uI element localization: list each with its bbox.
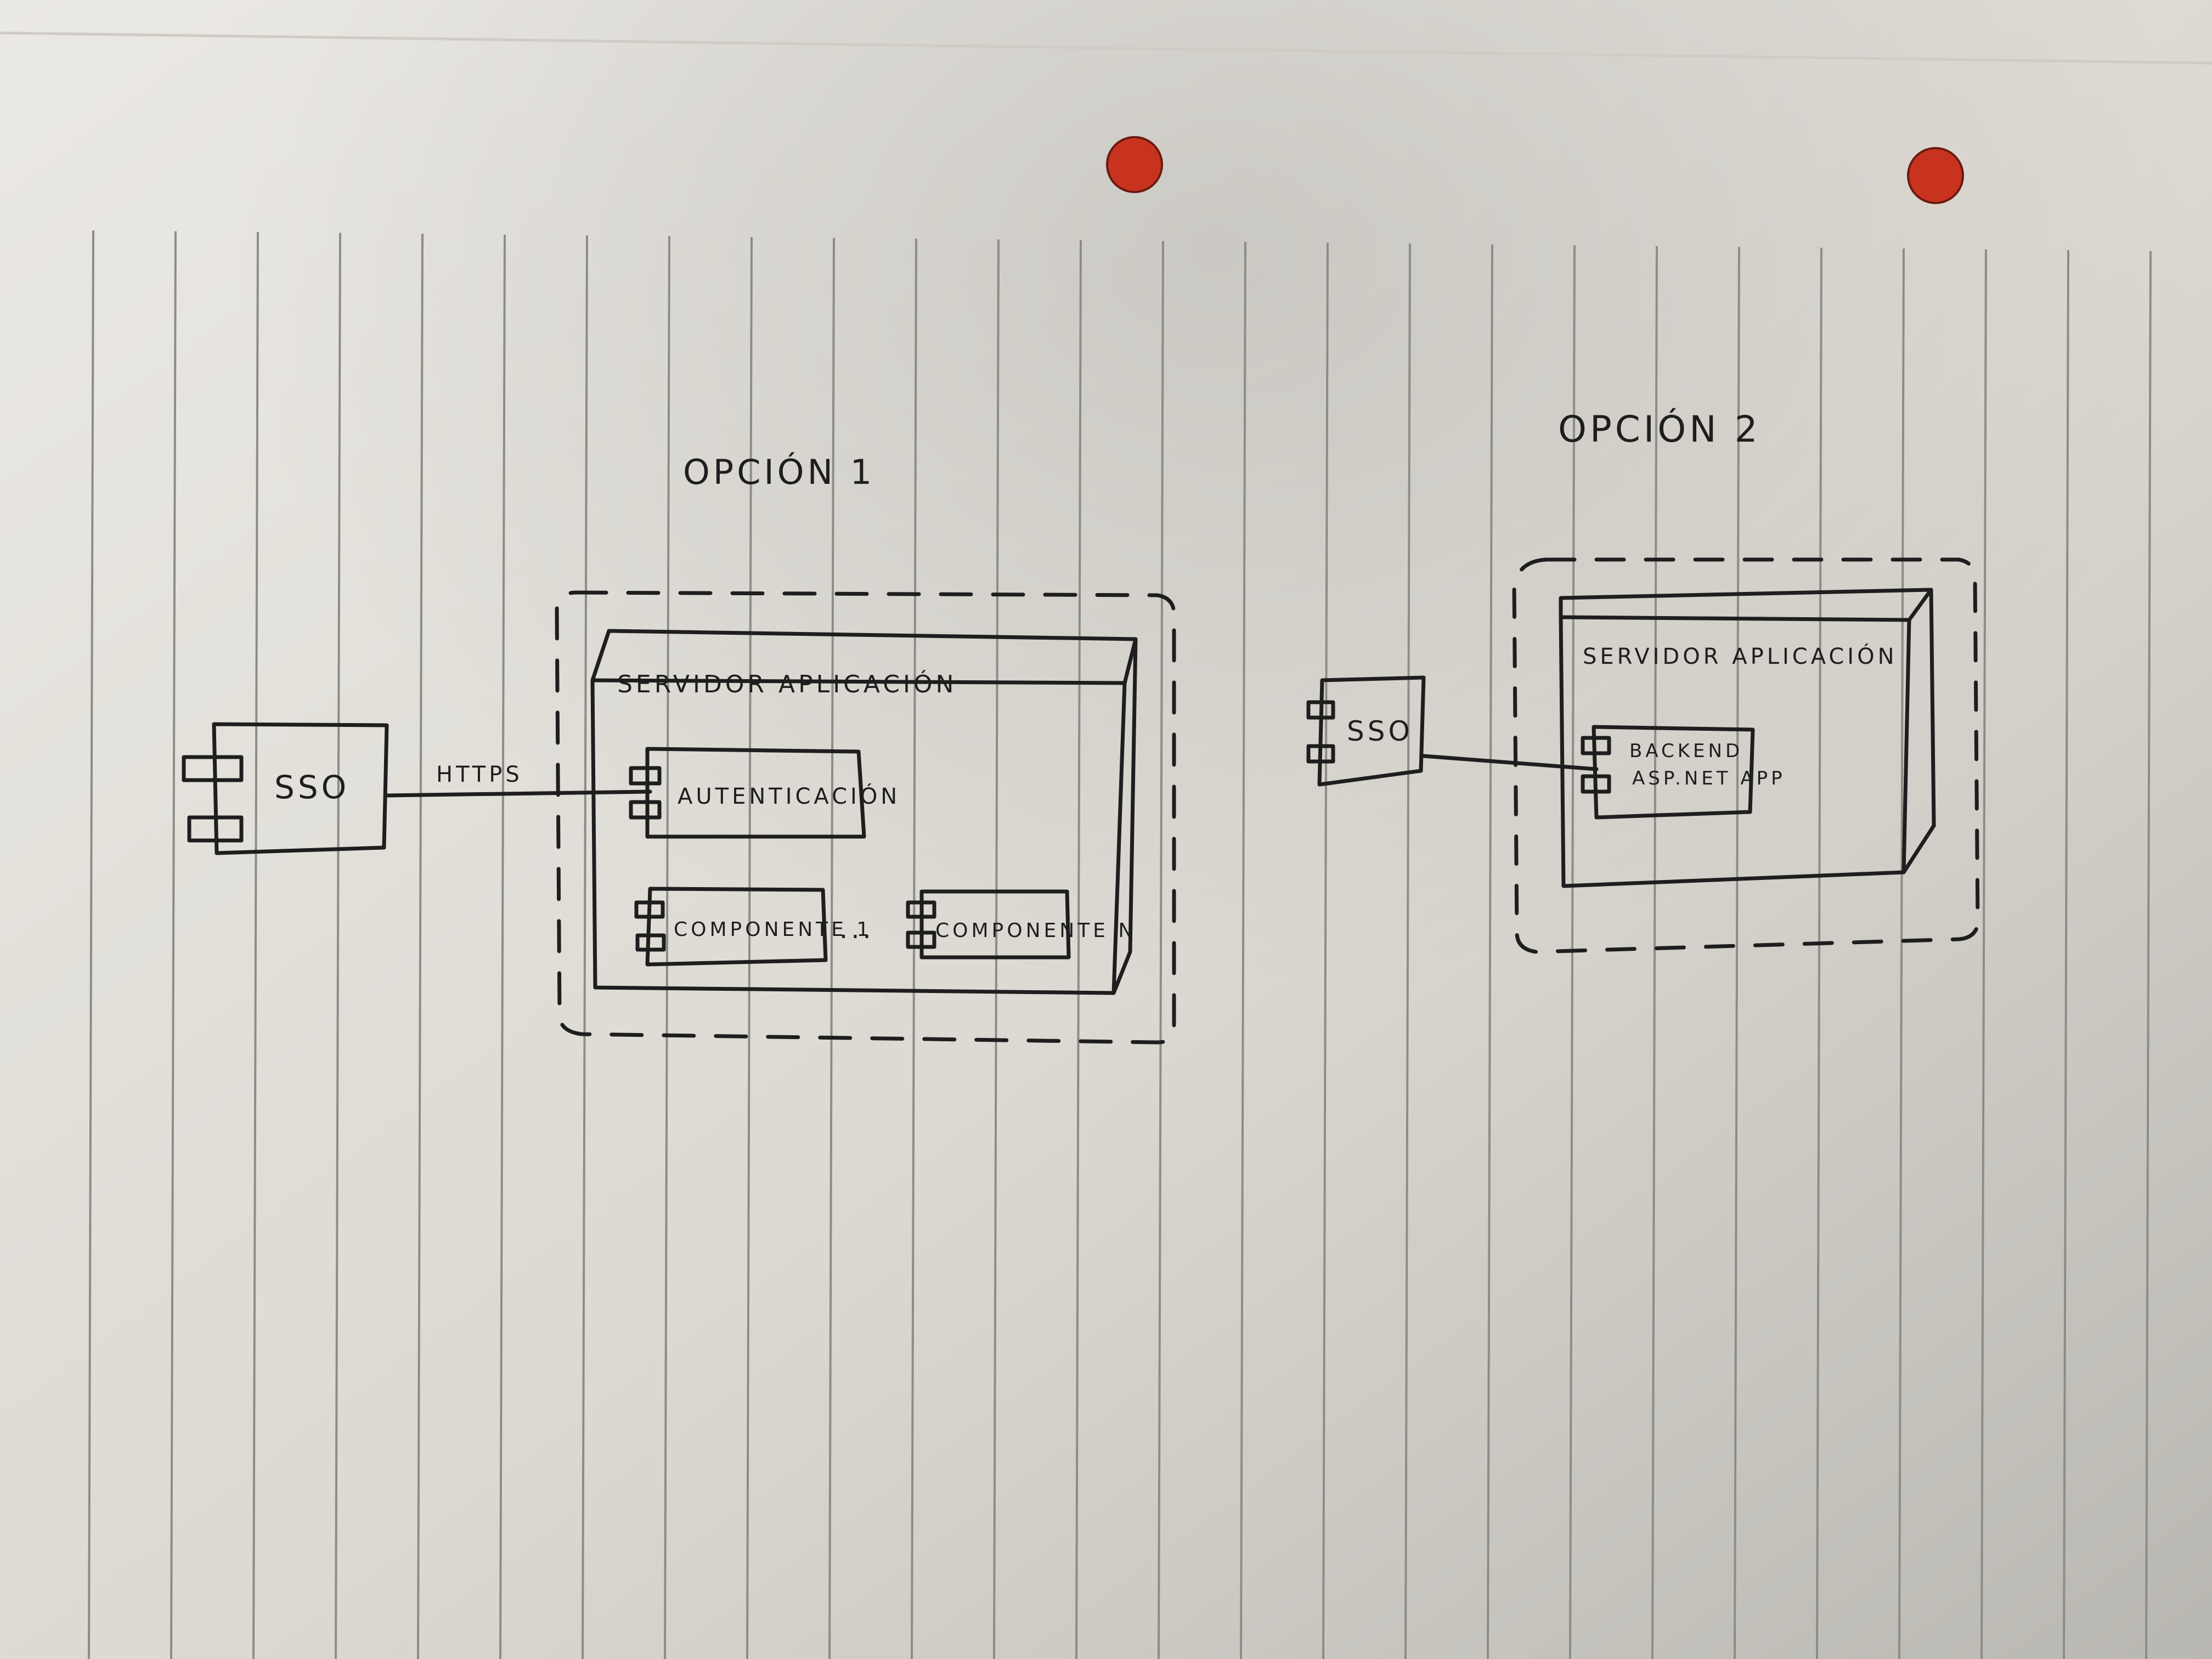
option-1-component-label: COMPONENTE 1	[674, 918, 872, 941]
option-1-component-n	[906, 889, 1071, 960]
ruled-line	[2145, 251, 2152, 1659]
option-2-dashed-boundary	[1512, 557, 1980, 954]
option-1-component-1	[634, 887, 828, 967]
page-top-edge	[0, 31, 2212, 65]
ruled-lines	[88, 230, 2152, 1659]
ruled-line	[1322, 242, 1329, 1659]
option-1-node-box	[590, 629, 1138, 995]
ruled-line	[582, 235, 588, 1659]
ruled-line	[1240, 241, 1246, 1659]
option-1-auth-component	[629, 747, 866, 839]
ruled-line	[828, 238, 835, 1659]
ruled-line	[1075, 240, 1082, 1659]
option-1-title: OPCIÓN 1	[683, 452, 875, 492]
option-1-connector-label: HTTPS	[436, 762, 523, 787]
component-icon	[906, 930, 936, 949]
ruled-line	[1404, 243, 1411, 1659]
option-1-component-label: AUTENTICACIÓN	[678, 783, 900, 809]
component-icon	[634, 900, 665, 919]
ruled-line	[993, 239, 1000, 1659]
option-2-connector	[1421, 754, 1599, 771]
component-icon	[635, 933, 666, 952]
ruled-line	[1487, 244, 1493, 1659]
component-icon	[1306, 744, 1335, 764]
ruled-line	[252, 232, 259, 1659]
punch-hole-icon	[1106, 136, 1163, 193]
ruled-line	[417, 233, 424, 1659]
ruled-line	[1651, 246, 1658, 1659]
component-icon	[1306, 700, 1335, 720]
option-1-sso-component	[182, 722, 389, 855]
component-icon	[182, 755, 244, 782]
option-1-diagram: OPCIÓN 1 SERVIDOR APLICACIÓN SSO HTTPS A…	[182, 452, 1176, 1045]
component-icon	[187, 815, 244, 843]
ruled-line	[335, 233, 341, 1659]
option-1-sso-label: SSO	[274, 769, 349, 806]
option-1-node-label: SERVIDOR APLICACIÓN	[617, 669, 957, 698]
ruled-line	[1816, 247, 1822, 1659]
option-1-dashed-boundary	[555, 590, 1176, 1045]
component-icon	[629, 800, 662, 820]
component-icon	[906, 900, 936, 919]
option-2-title: OPCIÓN 2	[1558, 408, 1761, 450]
ruled-line	[1158, 241, 1164, 1659]
option-1-https-connector	[385, 789, 652, 798]
option-2-diagram: OPCIÓN 2 SERVIDOR APLICACIÓN SSO BACKEND…	[1306, 408, 1980, 954]
ruled-line	[1980, 249, 1987, 1659]
option-2-sso-component	[1306, 675, 1426, 787]
ruled-line	[664, 236, 670, 1659]
ruled-line	[88, 230, 94, 1659]
punch-hole-icon	[1907, 147, 1964, 204]
option-1-ellipsis: ...	[839, 914, 874, 945]
option-2-backend-component	[1581, 725, 1755, 820]
option-2-component-line: BACKEND	[1629, 740, 1743, 762]
ruled-line	[170, 231, 177, 1659]
ruled-line	[2063, 250, 2069, 1659]
ruled-line	[1734, 246, 1740, 1659]
ruled-line	[746, 236, 753, 1659]
component-icon	[1581, 774, 1611, 794]
ruled-line	[1898, 248, 1905, 1659]
ruled-line	[499, 234, 506, 1659]
option-2-node-box	[1559, 588, 1936, 888]
option-2-component-line: ASP.NET APP	[1632, 768, 1786, 789]
option-1-component-label: COMPONENTE N	[935, 919, 1136, 942]
option-2-node-label: SERVIDOR APLICACIÓN	[1583, 643, 1898, 669]
component-icon	[629, 766, 662, 786]
component-icon	[1581, 736, 1611, 755]
option-2-sso-label: SSO	[1347, 715, 1413, 747]
